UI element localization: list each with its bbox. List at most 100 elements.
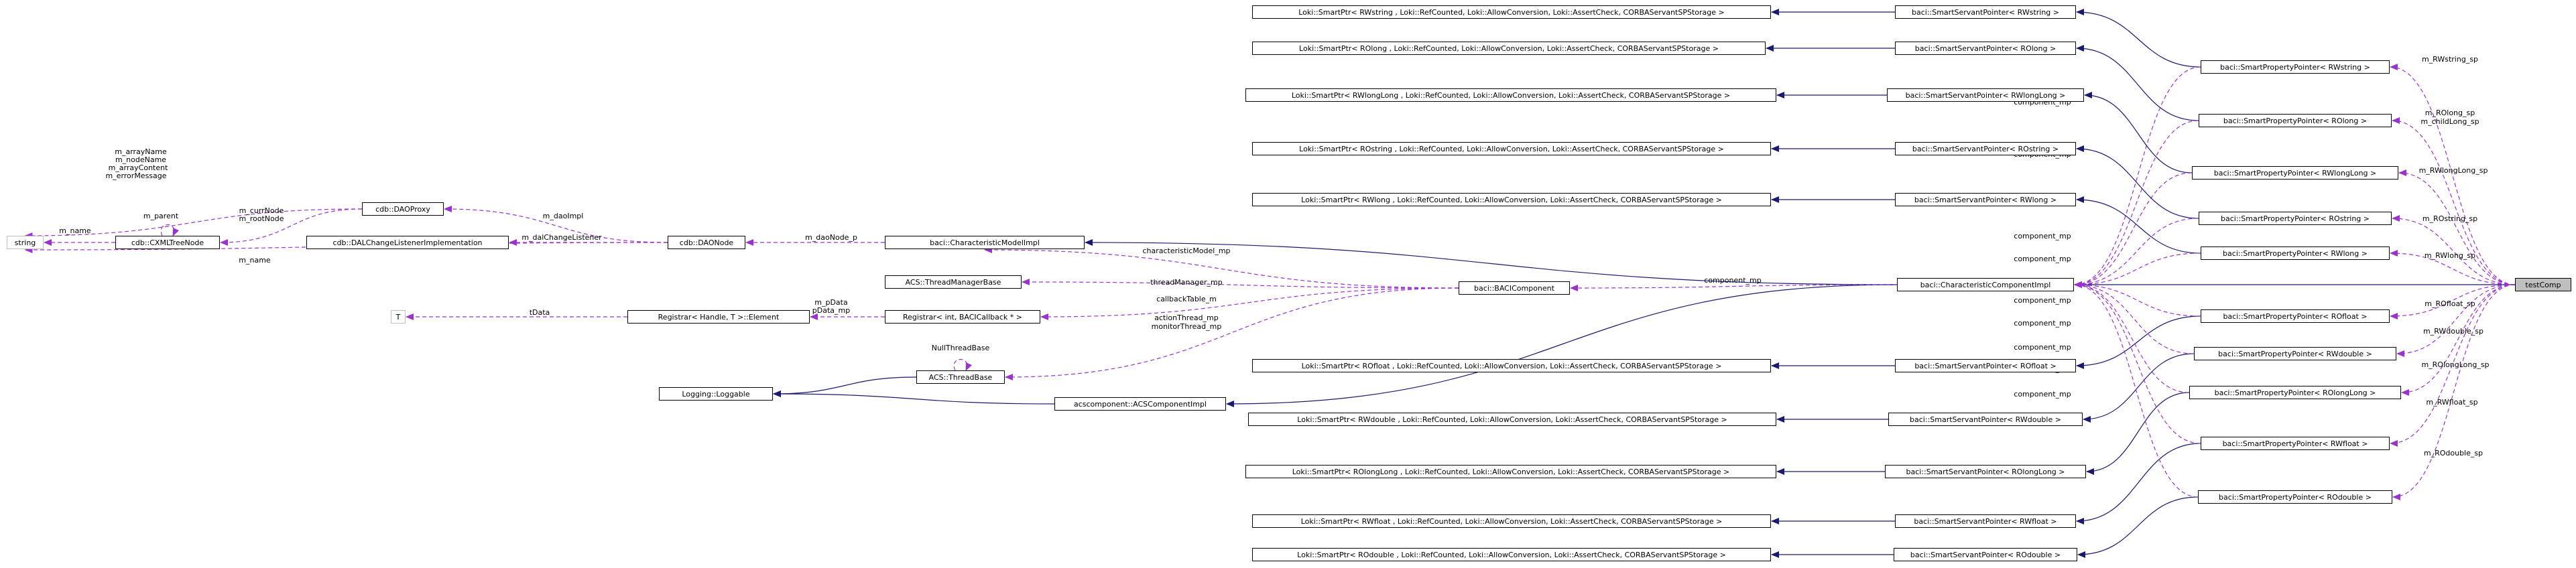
class-node-spp-rwlong[interactable]: baci::SmartPropertyPointer< RWlong > bbox=[2201, 246, 2390, 260]
class-node-label: Loki::SmartPtr< RWdouble , Loki::RefCoun… bbox=[1297, 415, 1727, 424]
class-node-label: cdb::DAOProxy bbox=[375, 204, 430, 214]
class-node-acsci[interactable]: acscomponent::ACSComponentImpl bbox=[1054, 397, 1226, 411]
class-node-regel[interactable]: Registrar< Handle, T >::Element bbox=[627, 310, 810, 324]
edge-label-m-rwdouble-sp: m_RWdouble_sp bbox=[2423, 327, 2483, 336]
class-node-string[interactable]: string bbox=[7, 236, 44, 249]
class-node-label: Loki::SmartPtr< RWstring , Loki::RefCoun… bbox=[1298, 7, 1725, 17]
edge-label-m-daoimpl: m_daoImpl bbox=[543, 212, 584, 220]
class-node-spp-rofloat[interactable]: baci::SmartPropertyPointer< ROfloat > bbox=[2201, 309, 2390, 323]
edge-label-m-rofloat-sp: m_ROfloat_sp bbox=[2425, 299, 2475, 308]
class-node-label: acscomponent::ACSComponentImpl bbox=[1073, 399, 1207, 409]
class-node-lk-rstring[interactable]: Loki::SmartPtr< RWstring , Loki::RefCoun… bbox=[1252, 5, 1771, 19]
class-node-daonode[interactable]: cdb::DAONode bbox=[668, 236, 745, 249]
class-node-ssp-rolong[interactable]: baci::SmartServantPointer< ROlong > bbox=[1895, 42, 2076, 55]
edge-label-m-rootnode: m_rootNode bbox=[239, 214, 284, 223]
class-node-label: baci::BACIComponent bbox=[1474, 283, 1554, 293]
class-node-dalcl[interactable]: cdb::DALChangeListenerImplementation bbox=[306, 236, 509, 249]
class-node-bacicomp[interactable]: baci::BACIComponent bbox=[1459, 281, 1570, 295]
class-node-label: baci::SmartPropertyPointer< RWlong > bbox=[2223, 248, 2368, 258]
class-node-lk-rolong[interactable]: Loki::SmartPtr< ROlong , Loki::RefCounte… bbox=[1252, 42, 1766, 55]
class-node-spp-rodouble[interactable]: baci::SmartPropertyPointer< ROdouble > bbox=[2198, 490, 2392, 504]
edge-label-m-rodouble-sp: m_ROdouble_sp bbox=[2424, 449, 2483, 457]
usage-edge-44 bbox=[2390, 284, 2516, 320]
class-node-label: baci::SmartServantPointer< RWlong > bbox=[1914, 195, 2057, 204]
class-node-logg[interactable]: Logging::Loggable bbox=[659, 387, 773, 401]
edge-label-m-pdata: m_pData bbox=[814, 298, 847, 307]
class-node-T[interactable]: T bbox=[391, 310, 406, 324]
edge-label-m-rolong-sp: m_ROlong_sp bbox=[2425, 109, 2475, 117]
edge-label-m-rwfloat-sp: m_RWfloat_sp bbox=[2426, 398, 2477, 407]
class-node-ssp-rofloat[interactable]: baci::SmartServantPointer< ROfloat > bbox=[1895, 359, 2076, 372]
class-node-cxml[interactable]: cdb::CXMLTreeNode bbox=[115, 236, 220, 249]
class-node-spp-rwdouble[interactable]: baci::SmartPropertyPointer< RWdouble > bbox=[2194, 347, 2396, 360]
class-node-label: baci::SmartPropertyPointer< RWstring > bbox=[2220, 62, 2370, 72]
class-node-label: baci::SmartServantPointer< RWfloat > bbox=[1914, 516, 2057, 526]
inheritance-edge-34 bbox=[2076, 145, 2199, 219]
class-node-daoproxy[interactable]: cdb::DAOProxy bbox=[362, 202, 444, 216]
usage-edge-27 bbox=[2074, 120, 2199, 288]
class-node-lk-rwlonglong[interactable]: Loki::SmartPtr< RWlongLong , Loki::RefCo… bbox=[1245, 88, 1776, 102]
usage-edge-60 bbox=[2392, 284, 2516, 500]
inheritance-edge-22 bbox=[2076, 9, 2201, 68]
class-node-spp-rostring[interactable]: baci::SmartPropertyPointer< ROstring > bbox=[2199, 212, 2392, 225]
edge-label-m-dalchangelistener: m_dalChangeListener bbox=[522, 233, 602, 242]
edge-label-m-arraycontent: m_arrayContent bbox=[109, 163, 168, 172]
class-node-ssp-rwdouble[interactable]: baci::SmartServantPointer< RWdouble > bbox=[1888, 413, 2083, 426]
class-node-regcb[interactable]: Registrar< int, BACICallback * > bbox=[885, 310, 1040, 324]
usage-edge-4 bbox=[220, 208, 363, 246]
class-node-label: baci::SmartServantPointer< RWstring > bbox=[1912, 7, 2059, 17]
class-node-spp-rolong[interactable]: baci::SmartPropertyPointer< ROlong > bbox=[2199, 114, 2392, 127]
usage-edge-3 bbox=[160, 224, 180, 236]
class-node-test[interactable]: testComp bbox=[2515, 278, 2571, 291]
edge-label-component-mp-main: component_mp bbox=[1704, 276, 1761, 285]
edge-label-cmp5: component_mp bbox=[2014, 255, 2071, 263]
edge-label-m-rwstring-sp: m_RWstring_sp bbox=[2422, 55, 2478, 64]
class-node-cci[interactable]: baci::CharacteristicComponentImpl bbox=[1897, 278, 2074, 291]
class-node-ssp-rwlonglong[interactable]: baci::SmartServantPointer< RWlongLong > bbox=[1887, 88, 2084, 102]
edge-label-m-rwlonglong-sp: m_RWlongLong_sp bbox=[2419, 166, 2488, 175]
class-node-spp-rwfloat[interactable]: baci::SmartPropertyPointer< RWfloat > bbox=[2201, 437, 2390, 450]
class-node-cmi[interactable]: baci::CharacteristicModelImpl bbox=[885, 236, 1085, 249]
class-node-label: Loki::SmartPtr< RWfloat , Loki::RefCount… bbox=[1300, 516, 1723, 526]
class-node-tb[interactable]: ACS::ThreadBase bbox=[916, 370, 1005, 384]
class-node-ssp-rolonglong[interactable]: baci::SmartServantPointer< ROlongLong > bbox=[1885, 465, 2086, 478]
edge-label-m-daonode-p: m_daoNode_p bbox=[805, 233, 857, 242]
class-node-label: Loki::SmartPtr< ROlongLong , Loki::RefCo… bbox=[1292, 467, 1730, 476]
class-node-spp-rolonglong[interactable]: baci::SmartPropertyPointer< ROlongLong > bbox=[2189, 386, 2401, 399]
class-node-lk-rodouble[interactable]: Loki::SmartPtr< ROdouble , Loki::RefCoun… bbox=[1252, 548, 1771, 561]
edge-label-m-currnode: m_currNode bbox=[239, 206, 284, 215]
inheritance-edge-15 bbox=[773, 376, 917, 397]
edge-label-callbacktable-m: callbackTable_m bbox=[1156, 295, 1217, 303]
class-node-lk-rwlong[interactable]: Loki::SmartPtr< RWlong , Loki::RefCounte… bbox=[1252, 193, 1771, 206]
class-node-label: baci::CharacteristicModelImpl bbox=[930, 238, 1040, 247]
class-node-label: cdb::DAONode bbox=[679, 238, 734, 247]
class-node-label: baci::SmartPropertyPointer< RWfloat > bbox=[2222, 439, 2368, 448]
class-node-label: baci::SmartServantPointer< ROdouble > bbox=[1910, 550, 2061, 559]
edge-label-m-arrayname: m_arrayName bbox=[115, 147, 167, 156]
class-node-label: baci::SmartPropertyPointer< ROfloat > bbox=[2223, 311, 2368, 321]
class-node-ssp-rodouble[interactable]: baci::SmartServantPointer< ROdouble > bbox=[1894, 548, 2077, 561]
class-node-ssp-rwstring[interactable]: baci::SmartServantPointer< RWstring > bbox=[1895, 5, 2076, 19]
edge-label-m-errormessage: m_errorMessage bbox=[105, 171, 166, 180]
class-node-tm[interactable]: ACS::ThreadManagerBase bbox=[885, 275, 1022, 289]
edge-label-characteristicmodel-mp: characteristicModel_mp bbox=[1142, 246, 1230, 255]
class-node-spp-rwstring[interactable]: baci::SmartPropertyPointer< RWstring > bbox=[2201, 60, 2390, 74]
class-node-lk-rostring[interactable]: Loki::SmartPtr< ROstring , Loki::RefCoun… bbox=[1252, 142, 1771, 155]
class-node-spp-rwlonglong[interactable]: baci::SmartPropertyPointer< RWlongLong > bbox=[2192, 166, 2398, 180]
edge-label-cmp4: component_mp bbox=[2014, 232, 2071, 240]
class-node-label: testComp bbox=[2525, 280, 2561, 289]
class-node-ssp-rostring[interactable]: baci::SmartServantPointer< ROstring > bbox=[1895, 142, 2076, 155]
class-node-ssp-rwlong[interactable]: baci::SmartServantPointer< RWlong > bbox=[1895, 193, 2076, 206]
class-node-label: baci::SmartServantPointer< ROstring > bbox=[1912, 144, 2059, 153]
class-node-lk-rwfloat[interactable]: Loki::SmartPtr< RWfloat , Loki::RefCount… bbox=[1252, 514, 1771, 528]
class-node-lk-rolonglong[interactable]: Loki::SmartPtr< ROlongLong , Loki::RefCo… bbox=[1245, 465, 1776, 478]
usage-edge-55 bbox=[2074, 281, 2201, 444]
class-node-lk-rwdouble[interactable]: Loki::SmartPtr< RWdouble , Loki::RefCoun… bbox=[1248, 413, 1776, 426]
edge-label-m-parent: m_parent bbox=[143, 212, 179, 220]
class-node-lk-rofloat[interactable]: Loki::SmartPtr< ROfloat , Loki::RefCount… bbox=[1252, 359, 1771, 372]
class-node-label: Registrar< Handle, T >::Element bbox=[658, 312, 780, 322]
edge-label-cmp6: component_mp bbox=[2014, 296, 2071, 305]
class-node-ssp-rwfloat[interactable]: baci::SmartServantPointer< RWfloat > bbox=[1895, 514, 2076, 528]
usage-edge-47 bbox=[2074, 281, 2195, 354]
